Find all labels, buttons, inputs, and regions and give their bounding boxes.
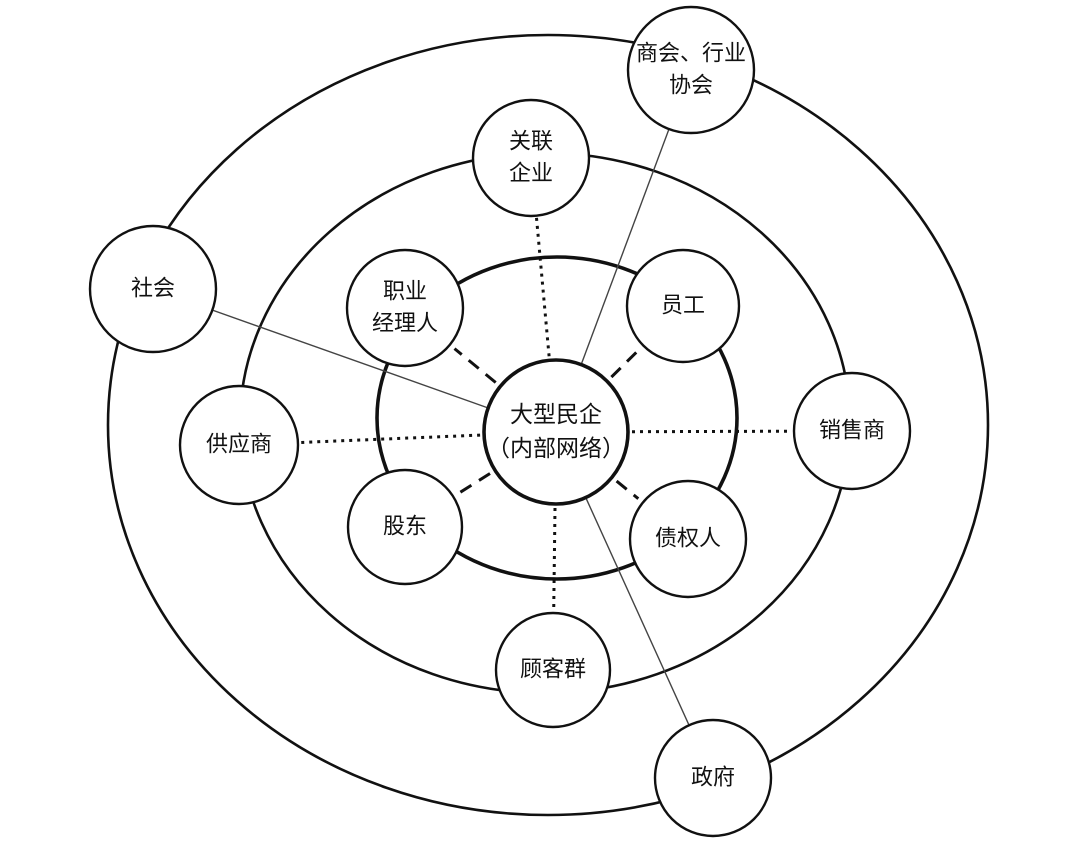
node-circle-creditor [628, 479, 748, 599]
outer-ring [106, 33, 990, 817]
node-label-manager-1: 经理人 [372, 312, 438, 337]
node-label-creditor-0: 债权人 [655, 527, 721, 552]
node-label-customer-0: 顾客群 [520, 658, 586, 683]
node-label-chamber-0: 商会、行业 [636, 42, 746, 67]
node-circle-manager [345, 248, 465, 368]
node-label-affiliate-1: 企业 [509, 162, 553, 187]
link-core-creditor [615, 479, 640, 500]
node-supplier: 供应商 [178, 384, 300, 506]
node-label-employee-0: 员工 [661, 294, 705, 319]
node-circle-shareholder [346, 468, 464, 586]
node-label-affiliate-0: 关联 [509, 130, 553, 155]
link-core-supplier [299, 433, 481, 444]
node-label-supplier-0: 供应商 [206, 433, 272, 458]
node-distributor: 销售商 [792, 371, 912, 491]
node-label-manager-0: 职业 [383, 280, 427, 305]
node-circle-distributor [792, 371, 912, 491]
node-circle-affiliate [471, 98, 591, 218]
node-circle-chamber [626, 5, 756, 135]
node-circle-government [653, 718, 773, 838]
node-label-core-0: 大型民企 [510, 402, 602, 428]
link-core-customer [552, 507, 557, 612]
link-core-shareholder [457, 472, 491, 495]
node-label-core-1: （内部网络） [487, 436, 625, 462]
node-creditor: 债权人 [628, 479, 748, 599]
node-label-shareholder-0: 股东 [383, 515, 427, 540]
link-core-distributor [631, 429, 793, 434]
node-label-government-0: 政府 [691, 766, 735, 791]
node-circle-core [482, 358, 630, 506]
node-core: 大型民企 （内部网络） [482, 358, 630, 506]
node-customer: 顾客群 [494, 611, 612, 729]
link-core-affiliate [535, 217, 551, 357]
node-government: 政府 [653, 718, 773, 838]
node-employee: 员工 [625, 248, 741, 364]
inner-ring [375, 255, 739, 581]
node-circle-supplier [178, 384, 300, 506]
node-label-distributor-0: 销售商 [819, 419, 885, 444]
node-society: 社会 [88, 224, 218, 354]
node-circle-customer [494, 611, 612, 729]
node-circle-society [88, 224, 218, 354]
node-shareholder: 股东 [346, 468, 464, 586]
node-circle-employee [625, 248, 741, 364]
node-label-society-0: 社会 [131, 277, 175, 302]
link-core-manager [453, 347, 497, 384]
link-core-employee [610, 348, 641, 379]
node-label-chamber-1: 协会 [669, 74, 713, 99]
